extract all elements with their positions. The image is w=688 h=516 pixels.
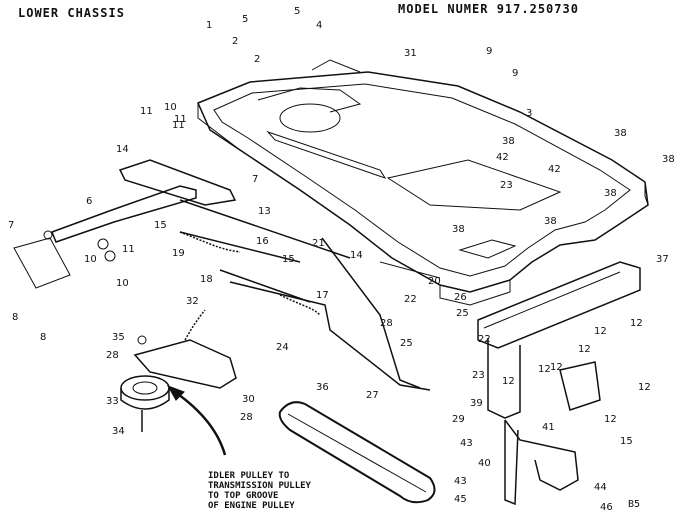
part-number-label: 25 bbox=[400, 338, 413, 349]
part-number-label: 14 bbox=[116, 144, 129, 155]
chassis-frame bbox=[196, 59, 649, 306]
note-arrow bbox=[166, 385, 227, 456]
part-number-label: 12 bbox=[594, 326, 607, 337]
part-number-label: 12 bbox=[578, 344, 591, 355]
part-number-label: 20 bbox=[428, 276, 441, 287]
part-number-label: 42 bbox=[548, 164, 561, 175]
part-number-label: 21 bbox=[312, 238, 325, 249]
note-line: OF ENGINE PULLEY bbox=[208, 501, 295, 511]
page-code: B5 bbox=[627, 499, 640, 510]
part-number-label: 10 bbox=[164, 102, 177, 113]
part-number-label: 23 bbox=[472, 370, 485, 381]
part-number-label: 18 bbox=[200, 274, 213, 285]
part-number-label: 9 bbox=[512, 68, 518, 79]
part-number-label: 22 bbox=[404, 294, 417, 305]
part-number-label: 10 bbox=[84, 254, 97, 265]
part-number-label: 46 bbox=[600, 502, 613, 513]
part-number-label: 5 bbox=[294, 6, 300, 17]
part-number-label: 44 bbox=[594, 482, 607, 493]
part-number-label: 29 bbox=[452, 414, 465, 425]
part-number-label: 5 bbox=[242, 14, 248, 25]
part-number-label: 41 bbox=[542, 422, 555, 433]
part-number-label: 38 bbox=[452, 224, 465, 235]
part-number-label: 28 bbox=[380, 318, 393, 329]
part-number-label: 43 bbox=[460, 438, 473, 449]
part-number-label: 10 bbox=[116, 278, 129, 289]
part-number-label: 17 bbox=[316, 290, 329, 301]
drive-belt bbox=[278, 401, 436, 504]
part-number-label: 24 bbox=[276, 342, 289, 353]
note-line: TRANSMISSION PULLEY bbox=[208, 481, 312, 491]
note-line: IDLER PULLEY TO bbox=[208, 471, 290, 481]
upper-linkage bbox=[13, 159, 237, 289]
part-number-label: 27 bbox=[366, 390, 379, 401]
part-number-label: 19 bbox=[172, 248, 185, 259]
part-number-label: 38 bbox=[662, 154, 675, 165]
part-number-label: 43 bbox=[454, 476, 467, 487]
part-number-label: 16 bbox=[256, 236, 269, 247]
part-number-label: 15 bbox=[282, 254, 295, 265]
part-number-label: 11 bbox=[174, 114, 187, 125]
rear-bracket bbox=[477, 261, 641, 506]
part-number-label: 30 bbox=[242, 394, 255, 405]
part-number-label: 3 bbox=[526, 108, 532, 119]
part-number-label: 13 bbox=[258, 206, 271, 217]
part-number-label: 8 bbox=[12, 312, 18, 323]
part-number-label: 6 bbox=[86, 196, 92, 207]
part-number-label: 9 bbox=[486, 46, 492, 57]
idler-pulley-assembly bbox=[120, 335, 237, 432]
part-number-label: 7 bbox=[252, 174, 258, 185]
part-number-label: 38 bbox=[544, 216, 557, 227]
part-number-label: 7 bbox=[8, 220, 14, 231]
part-number-label: 25 bbox=[456, 308, 469, 319]
part-number-label: 4 bbox=[316, 20, 322, 31]
part-number-label: 11 bbox=[140, 106, 153, 117]
part-number-label: 35 bbox=[112, 332, 125, 343]
part-number-label: 23 bbox=[500, 180, 513, 191]
part-number-label: 15 bbox=[620, 436, 633, 447]
part-number-label: 12 bbox=[604, 414, 617, 425]
part-number-label: 2 bbox=[232, 36, 238, 47]
idler-pulley-note: IDLER PULLEY TO TRANSMISSION PULLEY TO T… bbox=[208, 471, 312, 511]
part-number-label: 12 bbox=[538, 364, 551, 375]
part-number-label: 38 bbox=[502, 136, 515, 147]
part-number-label: 33 bbox=[106, 396, 119, 407]
part-number-label: 12 bbox=[502, 376, 515, 387]
control-rods bbox=[179, 199, 441, 391]
part-number-label: 34 bbox=[112, 426, 125, 437]
part-number-label: 22 bbox=[478, 334, 491, 345]
part-number-label: 1 bbox=[206, 20, 212, 31]
part-number-label: 12 bbox=[550, 362, 563, 373]
diagram-title: LOWER CHASSIS bbox=[18, 6, 125, 20]
part-number-label: 15 bbox=[154, 220, 167, 231]
part-number-label: 36 bbox=[316, 382, 329, 393]
part-number-label: 14 bbox=[350, 250, 363, 261]
part-number-label: 38 bbox=[614, 128, 627, 139]
part-number-label: 12 bbox=[630, 318, 643, 329]
part-number-label: 45 bbox=[454, 494, 467, 505]
part-number-label: 39 bbox=[470, 398, 483, 409]
part-number-label: 32 bbox=[186, 296, 199, 307]
part-number-labels: 1223455677889910101011111111121212121212… bbox=[8, 6, 675, 513]
part-number-label: 37 bbox=[656, 254, 669, 265]
part-number-label: 42 bbox=[496, 152, 509, 163]
part-number-label: 11 bbox=[172, 120, 185, 131]
part-number-label: 38 bbox=[604, 188, 617, 199]
part-number-label: 28 bbox=[240, 412, 253, 423]
part-number-label: 31 bbox=[404, 48, 417, 59]
note-line: TO TOP GROOVE bbox=[208, 491, 278, 501]
part-number-label: 28 bbox=[106, 350, 119, 361]
part-number-label: 11 bbox=[122, 244, 135, 255]
part-number-label: 12 bbox=[638, 382, 651, 393]
part-number-label: 2 bbox=[254, 54, 260, 65]
part-number-label: 40 bbox=[478, 458, 491, 469]
part-number-label: 8 bbox=[40, 332, 46, 343]
model-number: MODEL NUMER 917.250730 bbox=[398, 2, 579, 16]
part-number-label: 26 bbox=[454, 292, 467, 303]
